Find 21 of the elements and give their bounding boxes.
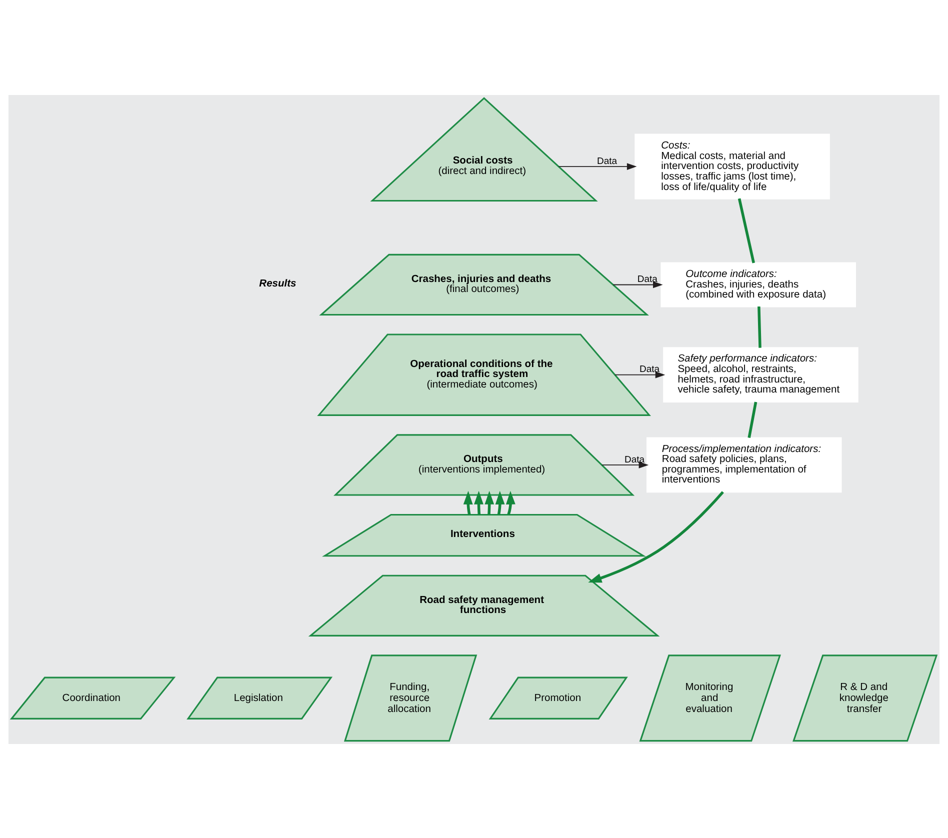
node-box: Safety performance indicators: Speed, alcohol, restraints, helmets, road infrastructure, vehicle safety, trauma management xyxy=(663,346,858,402)
connector xyxy=(748,401,758,438)
arrow xyxy=(612,280,663,288)
arrow xyxy=(601,461,649,468)
connector xyxy=(758,306,762,348)
edge-label: Data xyxy=(637,274,658,285)
node-box: Process/implementation indicators: Road safety policies, plans, programmes, implementation of interventions xyxy=(646,436,842,492)
arrow xyxy=(495,490,505,514)
edge-label: Data xyxy=(596,155,618,166)
arrow xyxy=(558,162,637,170)
arrow xyxy=(484,490,494,514)
label: Results xyxy=(259,278,296,290)
connector xyxy=(738,198,755,263)
arrow xyxy=(614,370,666,378)
arrow xyxy=(463,490,473,514)
arrow xyxy=(506,490,516,514)
edge-label: Data xyxy=(640,364,660,375)
arrow xyxy=(474,490,484,514)
arrow xyxy=(588,490,724,582)
node-box: Costs: Medical costs, material and intervention costs, productivity losses, traffic jams (lost time), loss of life/quality of life xyxy=(634,133,830,199)
node-box: Outcome indicators: Crashes, injuries, deaths (combined with exposure data) xyxy=(660,262,856,307)
